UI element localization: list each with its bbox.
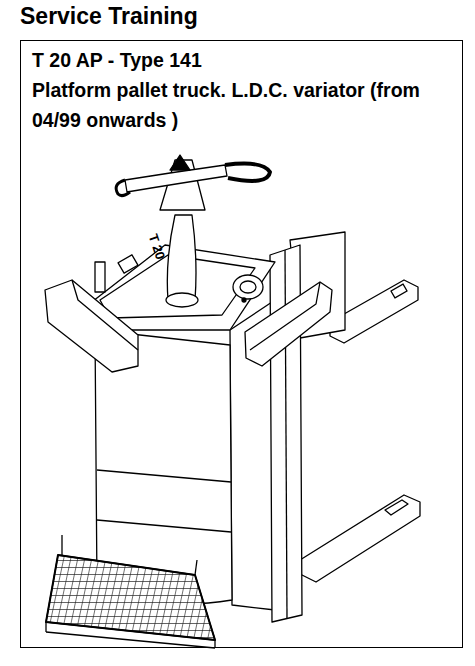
display [233,275,263,299]
title-frame: T 20 AP - Type 141Platform pallet truck.… [20,40,463,648]
heading-text: T 20 AP - Type 141 [32,45,462,75]
front-fork [300,495,420,582]
logo [118,255,138,273]
tiller-column [167,215,196,300]
fork-roller [391,284,407,298]
page-title: Service Training [20,3,198,30]
post [95,262,105,292]
step-platform [46,555,215,640]
right-armrest [245,282,332,366]
fork-roller [385,500,408,515]
left-armrest [45,280,138,372]
subheading-text: Platform pallet truck. L.D.C. variator (… [32,75,462,135]
